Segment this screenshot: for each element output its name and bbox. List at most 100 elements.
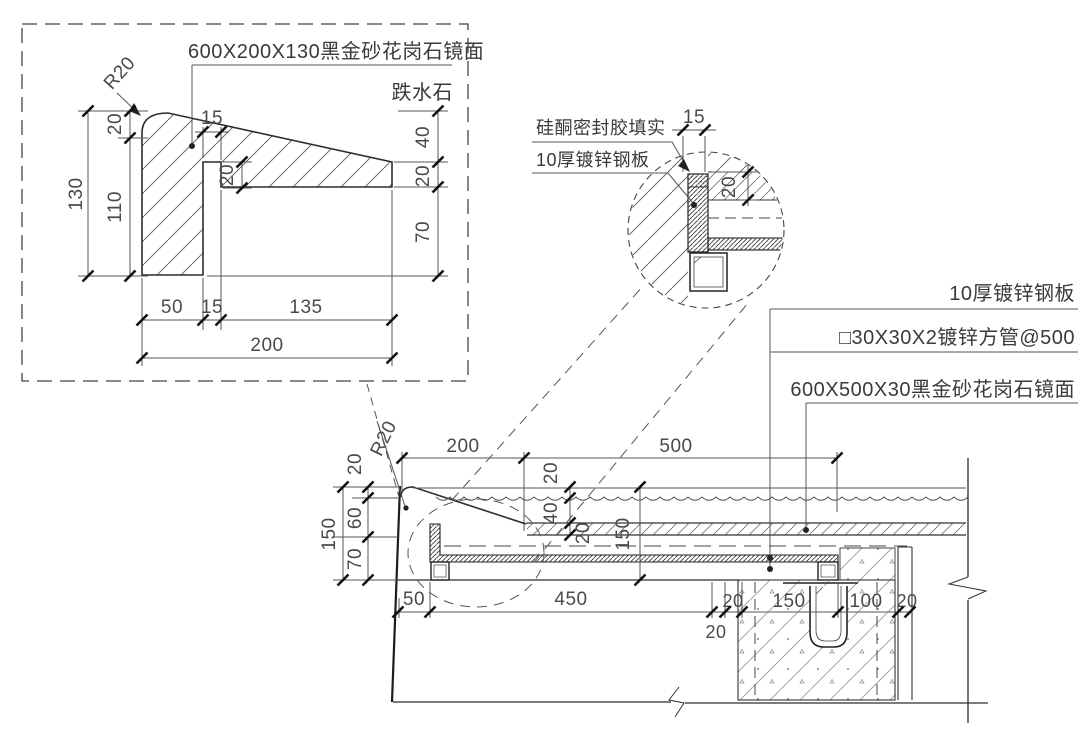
dim-label: 20 bbox=[705, 622, 726, 642]
dim-tick bbox=[735, 605, 749, 619]
dim-tick bbox=[563, 528, 577, 542]
dim-tick bbox=[831, 605, 845, 619]
dim-label: 450 bbox=[554, 589, 587, 610]
title-leader-line bbox=[191, 64, 452, 146]
dim-tick bbox=[563, 480, 577, 494]
dim-label: 70 bbox=[413, 221, 434, 243]
dim-label: 110 bbox=[105, 191, 126, 223]
dim-label: 50 bbox=[403, 589, 425, 610]
dim-tick bbox=[336, 480, 350, 494]
callout-granite: 600X500X30黑金砂花岗石镜面 bbox=[790, 378, 1075, 401]
dim-label: 70 bbox=[345, 548, 366, 570]
sealant-leader bbox=[532, 141, 689, 170]
dim-tick bbox=[563, 491, 577, 505]
galvanized-steel-plate bbox=[429, 523, 839, 563]
dim-tick bbox=[385, 351, 399, 365]
dim-tick bbox=[123, 104, 137, 118]
dim-tick bbox=[361, 491, 375, 505]
dim-label: 40 bbox=[413, 126, 434, 148]
water-surface-wavy-line bbox=[435, 496, 969, 501]
dim-tick bbox=[235, 155, 249, 169]
sealant-joint bbox=[687, 173, 709, 188]
hidden-edges bbox=[754, 582, 878, 698]
leader-dot bbox=[189, 143, 195, 149]
dim-tick bbox=[830, 451, 844, 465]
dim-tick bbox=[385, 313, 399, 327]
callout-circle bbox=[407, 498, 545, 608]
wall-front-face bbox=[390, 485, 402, 703]
dim-tick bbox=[698, 123, 712, 137]
dim-tick bbox=[214, 313, 228, 327]
dim-tick bbox=[741, 165, 755, 179]
detail-dimension-lines bbox=[78, 110, 448, 366]
dim-tick bbox=[123, 131, 137, 145]
dim-label: 15 bbox=[201, 297, 223, 318]
dim-label: 20 bbox=[573, 522, 594, 544]
dim-label: 20 bbox=[345, 453, 366, 475]
dim-label: 15 bbox=[683, 107, 705, 128]
wall-edge-lines bbox=[897, 546, 913, 700]
dim-tick bbox=[135, 351, 149, 365]
dim-tick bbox=[423, 605, 437, 619]
callout-plate: 10厚镀锌钢板 bbox=[949, 282, 1075, 305]
dim-label: 20 bbox=[413, 165, 434, 187]
dim-label: 20 bbox=[541, 462, 562, 484]
circle-dim-lines bbox=[672, 129, 757, 206]
square-tube-section bbox=[689, 252, 728, 292]
ground-line bbox=[393, 701, 988, 704]
dim-label: 150 bbox=[772, 591, 805, 612]
dim-tick bbox=[214, 125, 228, 139]
dim-tick bbox=[431, 155, 445, 169]
plate-label: 10厚镀锌钢板 bbox=[536, 150, 650, 170]
arrowhead bbox=[129, 103, 141, 116]
dim-tick bbox=[431, 269, 445, 283]
mid-dimension-lines bbox=[569, 487, 641, 580]
top-dimension-lines bbox=[401, 452, 838, 531]
dim-tick bbox=[196, 313, 210, 327]
dim-label: 20 bbox=[105, 113, 126, 135]
steel-plate-horizontal bbox=[707, 237, 783, 251]
granite-slab-band bbox=[527, 523, 966, 535]
bottom-dimension-lines bbox=[398, 582, 910, 618]
dim-tick bbox=[81, 104, 95, 118]
dim-tick bbox=[676, 123, 690, 137]
stone-name-label: 跌水石 bbox=[392, 81, 454, 104]
cast-in-channel bbox=[809, 586, 848, 648]
dim-tick bbox=[395, 451, 409, 465]
dim-tick bbox=[705, 605, 719, 619]
detail-title: 600X200X130黑金砂花岗石镜面 bbox=[188, 40, 484, 63]
dim-tick bbox=[361, 480, 375, 494]
dim-label: 200 bbox=[446, 436, 479, 457]
dim-label: 15 bbox=[201, 108, 223, 129]
dim-tick bbox=[633, 480, 647, 494]
dim-label: 130 bbox=[66, 177, 87, 210]
dim-tick bbox=[123, 269, 137, 283]
dim-tick bbox=[336, 573, 350, 587]
dimension-tick-marks bbox=[81, 104, 917, 619]
main-section-drawing bbox=[333, 285, 988, 723]
dim-label: 100 bbox=[849, 591, 882, 612]
stone-profile-detail bbox=[21, 23, 469, 382]
concrete-upstand bbox=[839, 547, 896, 581]
dim-label: 20 bbox=[719, 176, 740, 198]
dim-tick bbox=[741, 193, 755, 207]
break-symbol-wall bbox=[947, 576, 988, 600]
dim-label: 200 bbox=[250, 335, 283, 356]
dim-label: 500 bbox=[659, 436, 692, 457]
dim-label: 40 bbox=[541, 502, 562, 524]
dim-tick bbox=[81, 269, 95, 283]
dim-tick bbox=[431, 104, 445, 118]
dim-label: 50 bbox=[161, 297, 183, 318]
leader-dot bbox=[403, 505, 409, 511]
dim-tick bbox=[196, 125, 210, 139]
dim-tick bbox=[633, 573, 647, 587]
dim-tick bbox=[431, 180, 445, 194]
dim-label: 135 bbox=[289, 297, 322, 318]
dim-label: 60 bbox=[345, 507, 366, 529]
dim-tick bbox=[891, 605, 905, 619]
dim-label: 20 bbox=[217, 164, 238, 186]
dim-tick bbox=[718, 605, 732, 619]
dim-tick bbox=[361, 573, 375, 587]
